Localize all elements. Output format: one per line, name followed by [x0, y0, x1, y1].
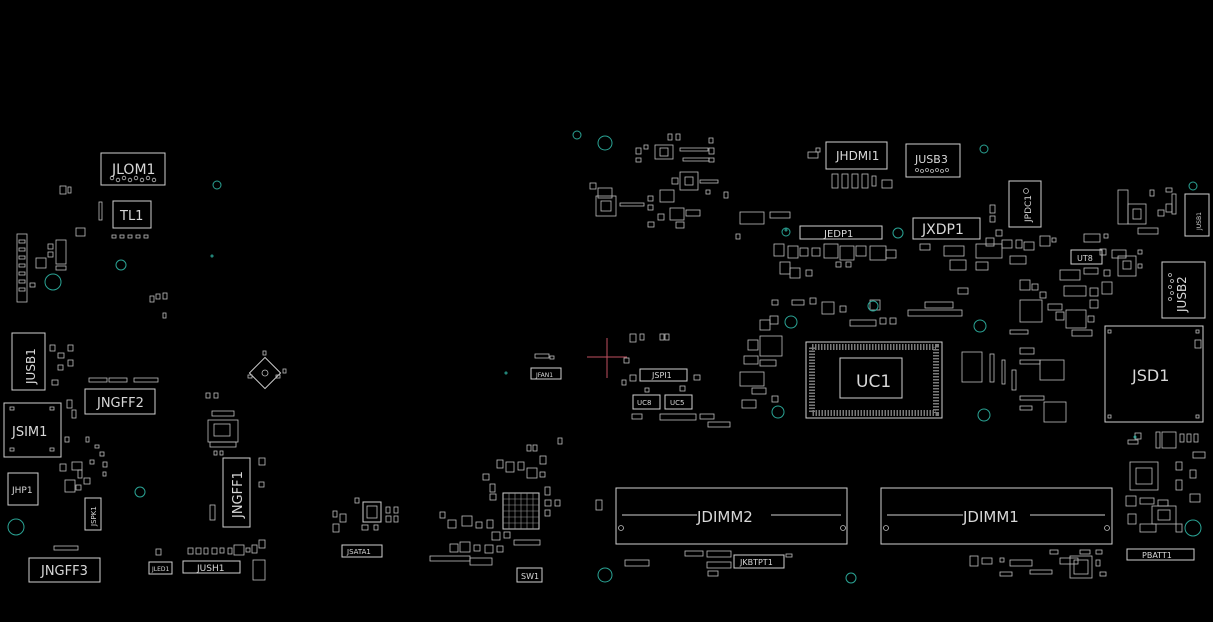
jled1-connector[interactable]: JLED1	[148, 561, 173, 575]
sw1-switch[interactable]: SW1	[516, 567, 543, 583]
jhdmi1-label: JHDMI1	[835, 149, 879, 163]
mounting-hole	[977, 408, 991, 422]
jusb2-connector[interactable]: JUSB2	[1161, 261, 1206, 319]
jspi1-connector[interactable]: JSPI1	[639, 368, 688, 382]
ut8-label: UT8	[1077, 254, 1093, 263]
uc8-chip[interactable]: UC8	[632, 394, 661, 410]
cursor-crosshair	[587, 338, 627, 378]
jsata1-label: JSATA1	[346, 548, 371, 556]
jfan1-connector[interactable]: JFAN1	[530, 353, 562, 380]
uc1-label: UC1	[856, 372, 891, 392]
tl1-label: TL1	[119, 209, 143, 224]
jedp1-label: JEDP1	[823, 229, 853, 240]
jspk1-label: JSPK1	[90, 506, 98, 527]
fiducial	[210, 254, 214, 258]
jusb1-label: JUSB1	[24, 348, 38, 385]
jhdmi1-connector[interactable]: JHDMI1	[807, 141, 893, 189]
jusb1-right-label: JUSB1	[1196, 212, 1203, 231]
jngff2-label: JNGFF2	[96, 396, 144, 411]
jedp1-connector[interactable]: JEDP1	[799, 225, 883, 240]
fiducial	[892, 227, 904, 239]
jsd1-connector[interactable]: JSD1	[1104, 325, 1204, 423]
jlom1-label: JLOM1	[111, 162, 155, 178]
jusb1-right-connector[interactable]: JUSB1	[1184, 193, 1210, 237]
jdimm2-label: JDIMM2	[696, 508, 753, 526]
fiducial	[572, 130, 582, 140]
jngff1-connector[interactable]: JNGFF1	[222, 457, 251, 528]
jdimm1-label: JDIMM1	[962, 508, 1019, 526]
fiducial	[1188, 181, 1198, 191]
uc1-cpu[interactable]: UC1	[805, 341, 943, 419]
jhp1-connector[interactable]: JHP1	[7, 472, 39, 506]
mounting-hole	[973, 319, 987, 333]
jusb3-connector[interactable]: JUSB3	[905, 143, 961, 178]
jsd1-label: JSD1	[1131, 366, 1169, 385]
jusb3-label: JUSB3	[914, 153, 948, 166]
jkbtpt1-connector[interactable]: JKBTPT1	[733, 554, 785, 569]
jpdc1-label: JPDC1	[1024, 195, 1034, 223]
jspi1-label: JSPI1	[651, 371, 672, 380]
fiducial	[979, 144, 989, 154]
jdimm1-slot[interactable]: JDIMM1	[880, 487, 1113, 545]
jxdp1-label: JXDP1	[921, 222, 964, 238]
uc8-label: UC8	[637, 399, 651, 407]
jkbtpt1-label: JKBTPT1	[739, 558, 773, 567]
ut8-chip[interactable]: UT8	[1070, 249, 1103, 265]
mounting-hole	[115, 259, 127, 271]
jush1-connector[interactable]: JUSH1	[182, 560, 241, 574]
fiducial	[1133, 435, 1137, 439]
mounting-hole	[212, 180, 222, 190]
jusb2-label: JUSB2	[1175, 276, 1189, 313]
mounting-hole	[597, 567, 613, 583]
pbatt1-label: PBATT1	[1142, 551, 1172, 560]
pbatt1-connector[interactable]: PBATT1	[1126, 548, 1195, 561]
rotated-ic[interactable]	[247, 350, 287, 390]
fiducial	[504, 371, 508, 375]
jfan1-label: JFAN1	[535, 372, 553, 379]
uc5-label: UC5	[670, 399, 684, 407]
sw1-label: SW1	[521, 572, 539, 581]
jngff1-label: JNGFF1	[231, 471, 246, 519]
jxdp1-connector[interactable]: JXDP1	[912, 217, 981, 240]
jngff3-label: JNGFF3	[40, 564, 88, 579]
jhp1-label: JHP1	[11, 486, 33, 496]
mounting-hole	[44, 273, 62, 291]
pch-bga-area[interactable]	[429, 437, 563, 566]
mounting-hole	[134, 486, 146, 498]
mounting-hole	[771, 405, 785, 419]
fiducial	[781, 227, 791, 237]
jush1-label: JUSH1	[196, 564, 224, 574]
jlom1-connector[interactable]: JLOM1	[100, 152, 166, 186]
mounting-hole	[784, 315, 798, 329]
jpdc1-connector[interactable]: JPDC1	[1008, 180, 1042, 228]
top-center-components[interactable]	[589, 133, 741, 240]
jsim1-connector[interactable]: JSIM1	[3, 402, 62, 458]
mounting-hole	[7, 518, 25, 536]
mounting-hole	[597, 135, 613, 151]
mounting-hole	[1184, 519, 1202, 537]
jspk1-connector[interactable]: JSPK1	[84, 497, 102, 531]
jsim1-label: JSIM1	[11, 425, 47, 440]
jngff3-connector[interactable]: JNGFF3	[28, 557, 101, 583]
uc5-chip[interactable]: UC5	[664, 394, 693, 410]
fiducial	[867, 300, 879, 312]
jusb1-connector[interactable]: JUSB1	[11, 332, 74, 391]
tl1-transformer[interactable]: TL1	[111, 200, 152, 239]
jngff2-connector[interactable]: JNGFF2	[84, 388, 156, 415]
jdimm2-slot[interactable]: JDIMM2	[615, 487, 848, 545]
fiducial	[784, 228, 788, 232]
jsata1-area[interactable]: JSATA1	[332, 497, 399, 558]
mounting-hole	[845, 572, 857, 584]
jled1-label: JLED1	[151, 566, 170, 573]
cpu-area-components[interactable]	[739, 211, 1067, 423]
